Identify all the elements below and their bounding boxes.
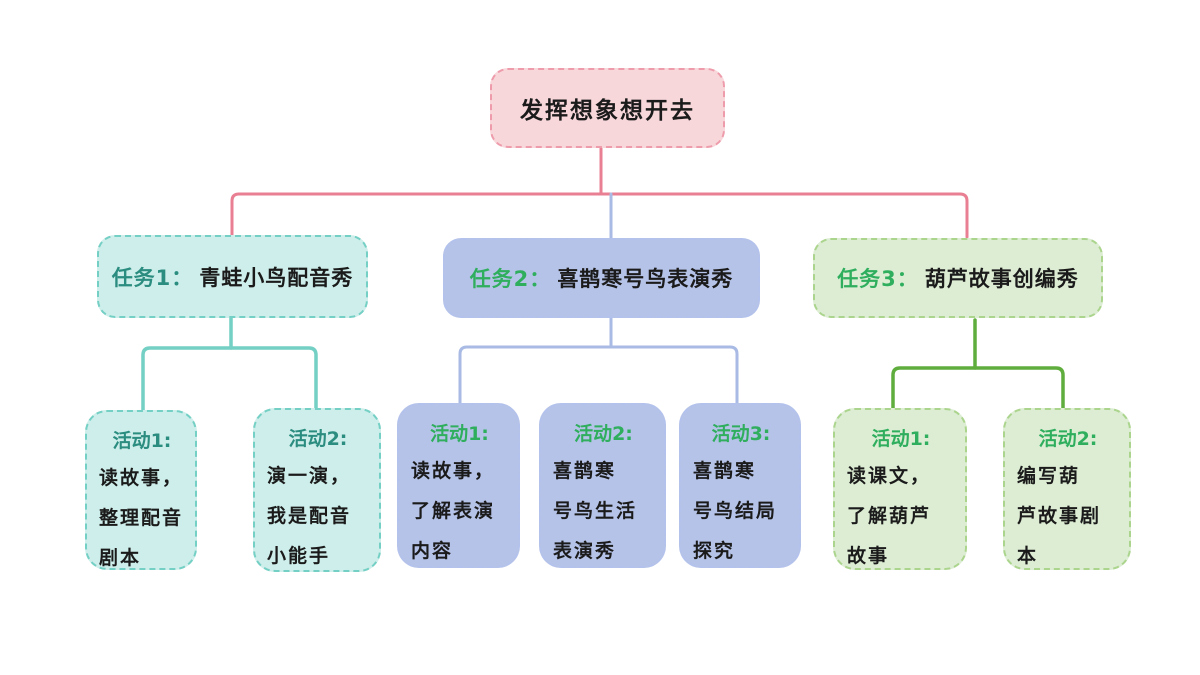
task3-activity1-label: 活动1:	[871, 428, 931, 450]
task2-activity2-label: 活动2:	[574, 423, 633, 445]
connector-task1-bracket	[141, 346, 318, 412]
task3-node: 任务3： 葫芦故事创编秀	[813, 238, 1103, 318]
task1-activity1-node: 活动1: 读故事， 整理配音 剧本	[85, 410, 197, 570]
task2-label: 任务2：	[469, 267, 552, 291]
task2-activity2-text: 喜鹊寒 号鸟生活 表演秀	[553, 460, 638, 562]
task2-activity1-label: 活动1:	[430, 423, 489, 445]
task2-activity2-node: 活动2: 喜鹊寒 号鸟生活 表演秀	[539, 403, 666, 568]
task3-activity1-node: 活动1: 读课文， 了解葫芦 故事	[833, 408, 967, 570]
task1-activity1-label: 活动1:	[112, 430, 172, 452]
task3-activity1-text: 读课文， 了解葫芦 故事	[847, 465, 932, 567]
task3-label: 任务3：	[837, 267, 919, 291]
task3-activity2-label: 活动2:	[1038, 428, 1098, 450]
task2-activity3-node: 活动3: 喜鹊寒 号鸟结局 探究	[679, 403, 801, 568]
task3-title: 葫芦故事创编秀	[924, 267, 1079, 291]
task3-activity2-node: 活动2: 编写葫 芦故事剧 本	[1003, 408, 1131, 570]
task2-activity3-label: 活动3:	[711, 423, 771, 445]
task2-activity1-node: 活动1: 读故事， 了解表演 内容	[397, 403, 520, 568]
root-node: 发挥想象想开去	[490, 68, 725, 148]
task1-activity2-node: 活动2: 演一演， 我是配音 小能手	[253, 408, 381, 572]
task1-node: 任务1： 青蛙小鸟配音秀	[97, 235, 368, 318]
task2-activity3-text: 喜鹊寒 号鸟结局 探究	[693, 460, 778, 562]
task1-activity2-text: 演一演， 我是配音 小能手	[267, 465, 352, 567]
task2-activity1-text: 读故事， 了解表演 内容	[411, 460, 496, 562]
task3-activity2-text: 编写葫 芦故事剧 本	[1017, 465, 1102, 567]
task2-node: 任务2： 喜鹊寒号鸟表演秀	[443, 238, 760, 318]
task1-label: 任务1：	[111, 265, 194, 290]
task1-title: 青蛙小鸟配音秀	[199, 265, 354, 290]
connector-task3-bracket	[891, 366, 1065, 412]
connector-task2-bracket	[458, 345, 739, 405]
task2-title: 喜鹊寒号鸟表演秀	[557, 267, 734, 291]
task1-activity2-label: 活动2:	[288, 428, 348, 450]
root-label: 发挥想象想开去	[520, 98, 695, 124]
task1-activity1-text: 读故事， 整理配音 剧本	[99, 467, 184, 569]
connector-root-bracket	[230, 192, 969, 239]
